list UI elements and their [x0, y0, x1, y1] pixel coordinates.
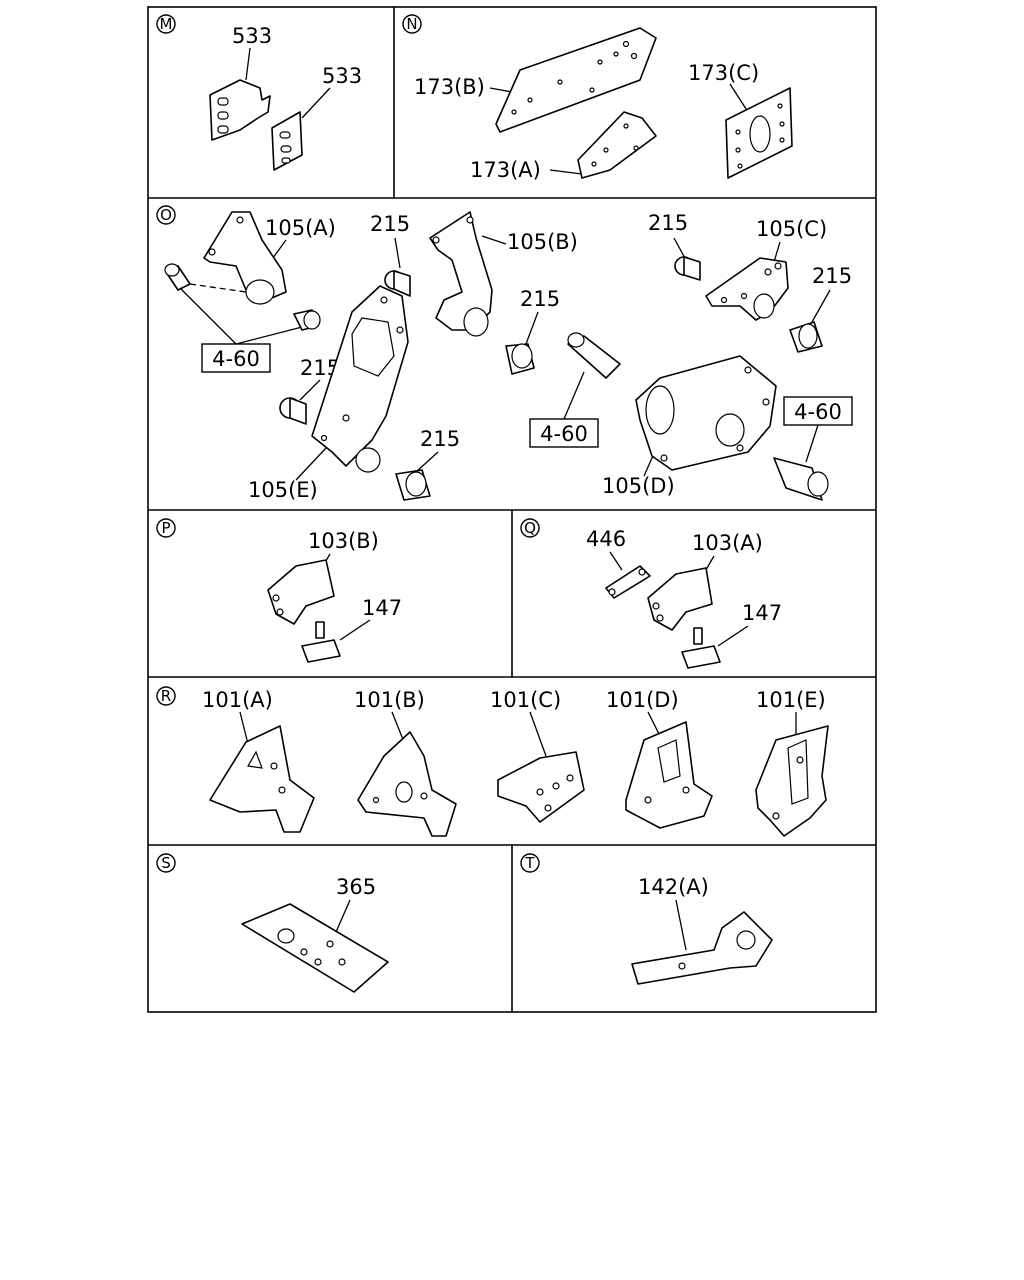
part-103b-bracket	[267, 559, 335, 625]
label-173b: 173(B)	[414, 75, 485, 99]
panel-letter-q: Q	[524, 519, 536, 537]
panel-letter-p: P	[161, 519, 170, 537]
label-101b: 101(B)	[354, 688, 425, 712]
part-533-bracket	[209, 79, 271, 141]
label-101c: 101(C)	[490, 688, 561, 712]
label-105b: 105(B)	[507, 230, 578, 254]
label-446: 446	[586, 527, 626, 551]
label-147-p: 147	[362, 596, 402, 620]
part-103a-bracket	[647, 567, 713, 631]
part-147-stud	[315, 621, 325, 639]
part-173a-plate	[577, 111, 657, 179]
label-365: 365	[336, 875, 376, 899]
label-142a: 142(A)	[638, 875, 709, 899]
panel-grid	[147, 6, 877, 1013]
panel-t: T 142(A)	[520, 853, 773, 985]
panel-letter-t: T	[524, 854, 535, 872]
part-365-crossmember	[241, 903, 389, 993]
panel-letter-o: O	[160, 206, 172, 224]
panel-letter-m: M	[160, 15, 173, 33]
label-173c: 173(C)	[688, 61, 759, 85]
label-215-f: 215	[420, 427, 460, 451]
panel-letter-n: N	[406, 15, 417, 33]
panel-r: R 101(A) 101(B) 101(C) 101(D) 101(E)	[156, 686, 829, 837]
label-103a: 103(A)	[692, 531, 763, 555]
part-142a-bracket	[631, 911, 773, 985]
label-215-d: 215	[520, 287, 560, 311]
part-147-stud-q	[693, 627, 703, 645]
label-105a: 105(A)	[265, 216, 336, 240]
label-105e: 105(E)	[248, 478, 318, 502]
part-101c-bracket	[497, 751, 585, 823]
part-105d-housing	[635, 355, 777, 471]
label-101e: 101(E)	[756, 688, 826, 712]
part-105b-arm	[429, 211, 493, 331]
label-105d: 105(D)	[602, 474, 675, 498]
label-173a: 173(A)	[470, 158, 541, 182]
part-101a-bracket	[209, 725, 315, 833]
label-101d: 101(D)	[606, 688, 679, 712]
panel-s: S 365	[156, 853, 389, 993]
label-103b: 103(B)	[308, 529, 379, 553]
label-533-left: 533	[232, 24, 272, 48]
label-215-c: 215	[812, 264, 852, 288]
part-105a-bracket	[203, 211, 287, 303]
label-215-b: 215	[648, 211, 688, 235]
label-147-q: 147	[742, 601, 782, 625]
panel-n: N 173(B) 173(C) 173(A)	[402, 14, 793, 182]
panel-letter-r: R	[161, 687, 171, 705]
part-533-plate	[271, 111, 303, 171]
panel-letter-s: S	[161, 854, 171, 872]
label-105c: 105(C)	[756, 217, 827, 241]
part-147-mount	[301, 639, 341, 663]
boxed-label-4-60-right: 4-60	[794, 400, 842, 424]
boxed-label-4-60-center: 4-60	[540, 422, 588, 446]
label-215-a: 215	[370, 212, 410, 236]
part-147-mount-q	[681, 645, 721, 669]
label-101a: 101(A)	[202, 688, 273, 712]
panel-q: Q 446 103(A) 147	[520, 518, 782, 669]
panel-o: O 105(A) 215 105(B) 215 105(C) 215 215 2…	[156, 205, 853, 502]
label-533-right: 533	[322, 64, 362, 88]
boxed-label-4-60-left: 4-60	[212, 347, 260, 371]
panel-m: M 533 533	[156, 14, 362, 171]
panel-p: P 103(B) 147	[156, 518, 402, 663]
